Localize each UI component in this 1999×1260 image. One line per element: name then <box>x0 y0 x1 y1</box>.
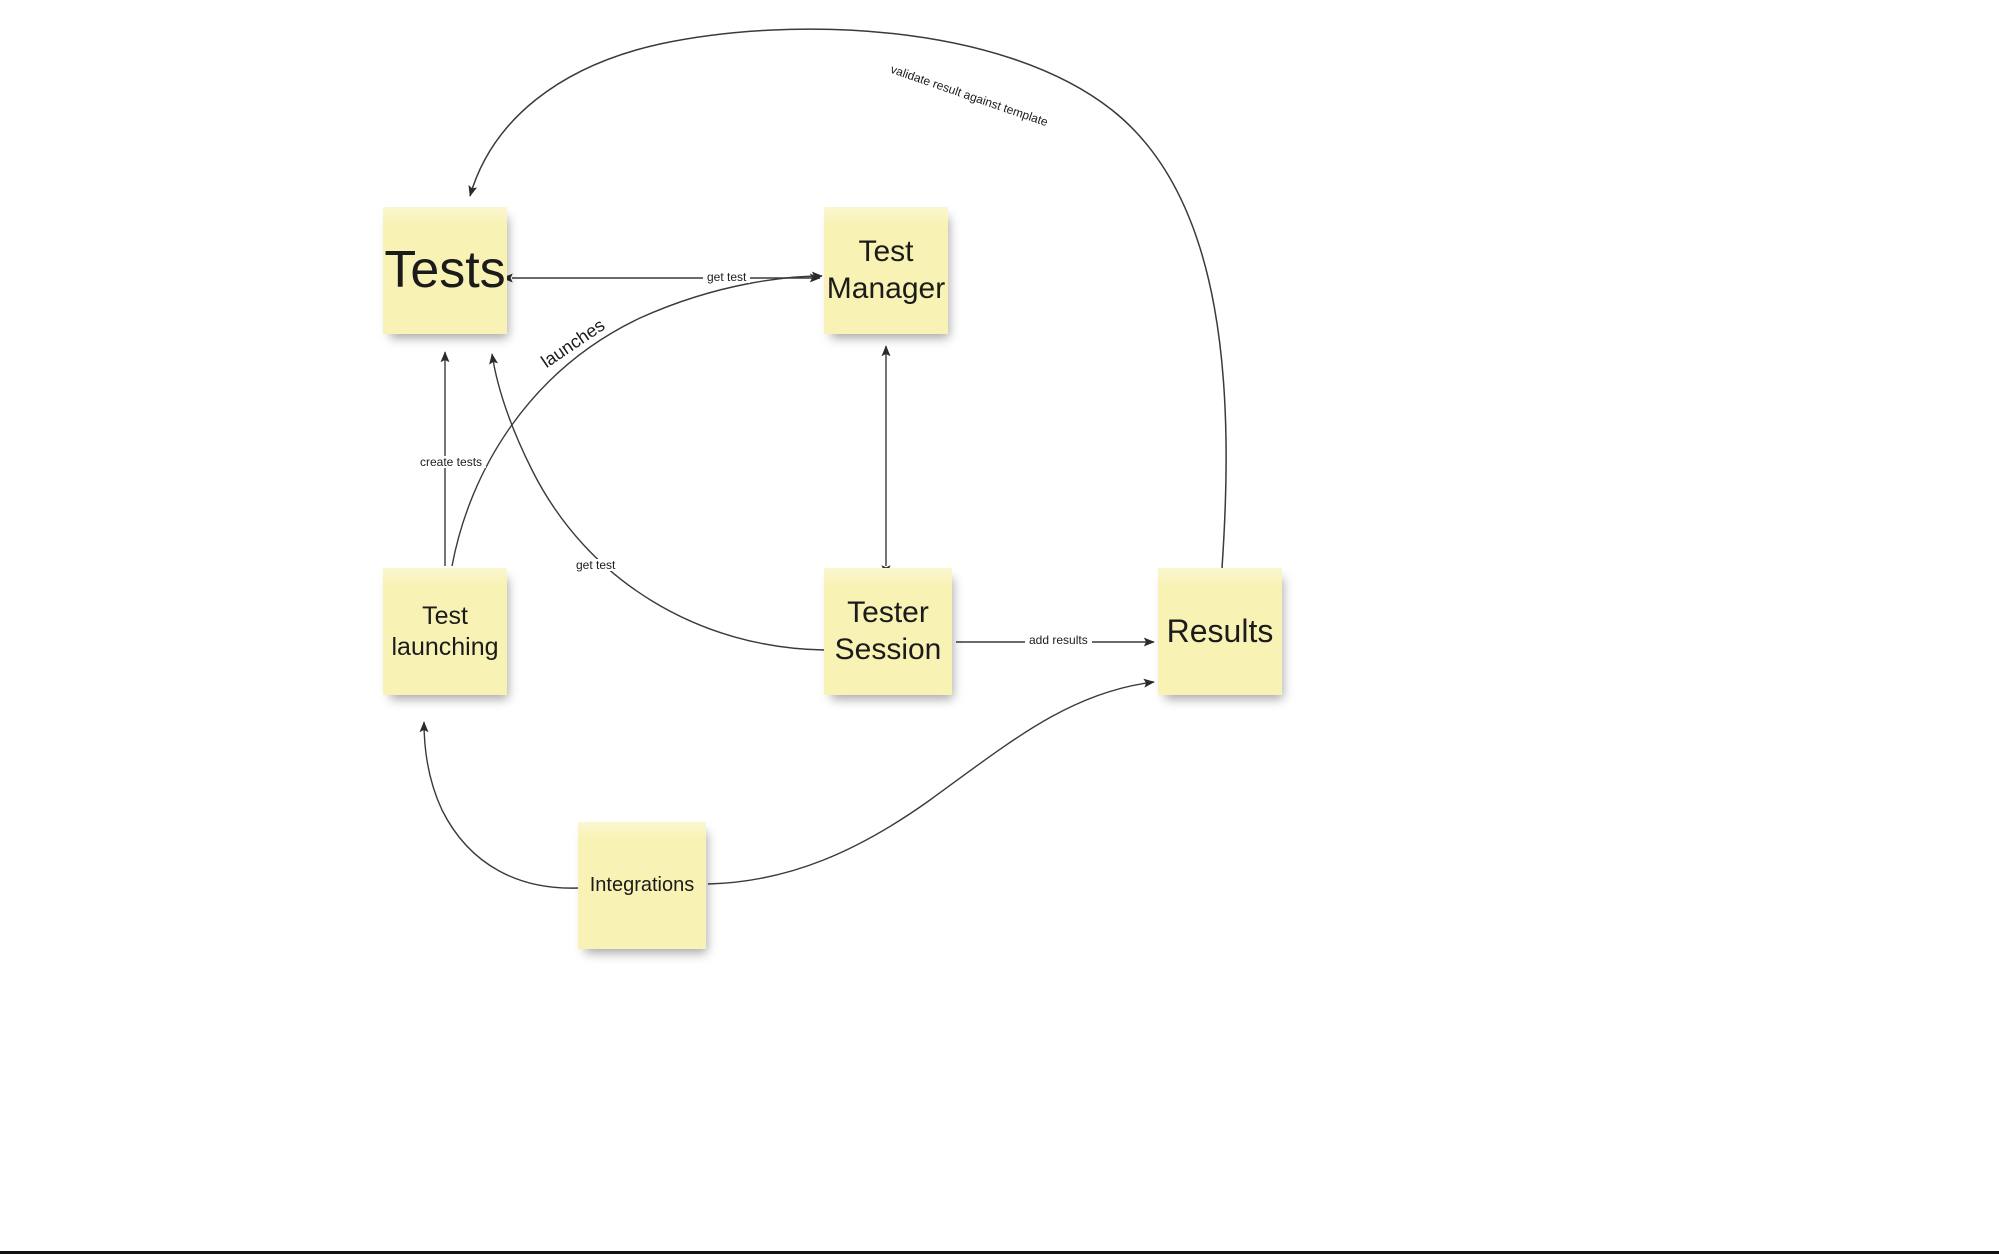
edge-label-create-tests: create tests <box>416 456 487 468</box>
bottom-divider <box>0 1251 1999 1254</box>
edge-launches <box>451 271 823 567</box>
edge-label-get-test-bottom: get test <box>572 559 620 571</box>
edge-integrations-to-test-launching <box>419 721 579 889</box>
edge-get-test-session <box>489 353 825 651</box>
node-tester-session-label: Tester Session <box>834 595 942 666</box>
edge-label-validate-result-against-template: validate result against template <box>888 62 1050 130</box>
node-test-manager-label: Test Manager <box>826 234 946 305</box>
node-tests-label: Tests <box>384 240 506 299</box>
node-test-manager[interactable]: Test Manager <box>824 207 948 334</box>
node-integrations[interactable]: Integrations <box>578 822 706 949</box>
edge-integrations-to-results <box>707 678 1155 885</box>
edge-label-launches: launches <box>537 314 609 372</box>
node-integrations-label: Integrations <box>589 874 695 897</box>
node-test-launching[interactable]: Test launching <box>383 568 507 695</box>
node-results-label: Results <box>1166 612 1274 649</box>
node-results[interactable]: Results <box>1158 568 1282 695</box>
edge-label-get-test-top: get test <box>703 271 751 283</box>
edge-label-add-results: add results <box>1025 634 1092 646</box>
node-tests[interactable]: Tests <box>383 207 507 334</box>
node-tester-session[interactable]: Tester Session <box>824 568 952 695</box>
node-test-launching-label: Test launching <box>391 602 499 661</box>
